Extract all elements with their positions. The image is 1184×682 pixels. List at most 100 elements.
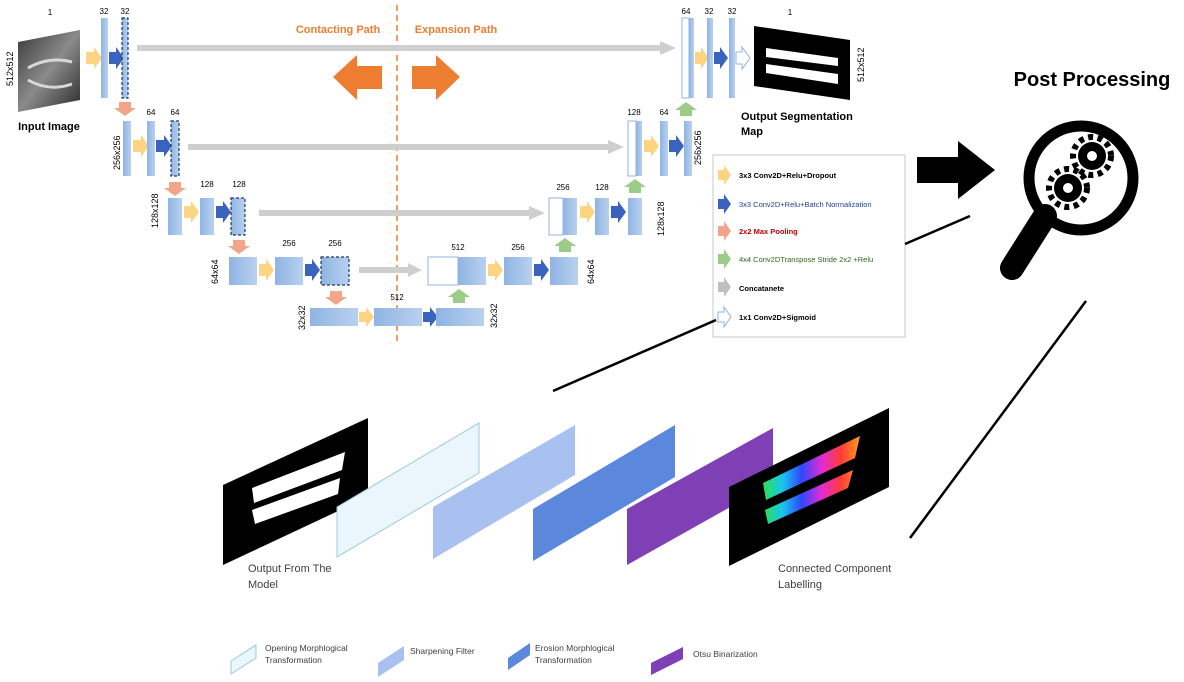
encoder-block (101, 18, 108, 98)
dec4-channels-a: 512 (451, 243, 465, 252)
legend-label: 2x2 Max Pooling (739, 227, 798, 236)
connected-component-label-line1: Connected Component (778, 563, 891, 575)
dec1-channels-c: 32 (728, 7, 737, 16)
encoder-block (200, 198, 214, 235)
dec1-channels-a: 64 (682, 7, 691, 16)
model-output-label-line1: Output From The (248, 563, 332, 575)
transpose-conv-arrow-icon (554, 238, 576, 252)
decoder-block (684, 121, 692, 176)
level4-size-right: 64x64 (586, 259, 596, 284)
post-legend-label: Opening Morphlogical (265, 643, 348, 653)
enc3-channels-b: 128 (232, 180, 246, 189)
transpose-conv-arrow-icon (624, 179, 646, 193)
level3-size-right: 128x128 (656, 201, 666, 236)
legend-box (712, 154, 906, 338)
encoder-block-dashed (320, 256, 350, 286)
dec3-channels-a: 256 (556, 183, 570, 192)
output-teeth-mask (766, 48, 838, 84)
white-arrow-icon (717, 305, 732, 329)
legend-label: Concatanete (739, 284, 784, 293)
connector-line (904, 214, 971, 246)
post-legend-item: Sharpening Filter (378, 646, 475, 677)
bottleneck-block (374, 308, 422, 326)
connected-component-label-line2: Labelling (778, 579, 822, 591)
legend-item: 3x3 Conv2D+Relu+Batch Normalization (718, 194, 872, 214)
conv-dropout-arrow-icon (644, 135, 659, 157)
max-pool-arrow-icon (114, 102, 136, 116)
legend-label: 1x1 Conv2D+Sigmoid (739, 313, 816, 322)
decoder-block (504, 257, 532, 285)
level4-size: 64x64 (210, 259, 220, 284)
conv-dropout-arrow-icon (133, 135, 149, 157)
sharpening-filter-layer (433, 425, 575, 559)
enc1-channels-b: 32 (121, 7, 130, 16)
right-orange-arrow-icon (412, 55, 460, 100)
legend-item: 2x2 Max Pooling (718, 221, 798, 241)
gray-arrow-icon (718, 277, 731, 297)
output-label-line1: Output Segmentation (741, 111, 853, 123)
concat-block-white (548, 197, 564, 236)
level5-size-left: 32x32 (297, 305, 307, 330)
conv-batchnorm-arrow-icon (216, 201, 231, 223)
connector-line (552, 318, 717, 393)
conv-dropout-arrow-icon (184, 201, 199, 223)
legend-item: 1x1 Conv2D+Sigmoid (717, 305, 816, 329)
encoder-block-dashed (230, 197, 246, 236)
big-black-arrow-icon (917, 141, 995, 199)
concatenate-arrow-icon (359, 263, 422, 277)
conv-batchnorm-arrow-icon (534, 259, 549, 281)
erosion-swatch-icon (508, 643, 530, 670)
post-legend-label: Transformation (265, 655, 322, 665)
enc2-channels-b: 64 (171, 108, 180, 117)
bottleneck-block (310, 308, 358, 326)
erosion-morphological-layer (533, 425, 675, 561)
post-legend-item: Erosion Morphlogical Transformation (508, 643, 614, 670)
post-legend-label: Transformation (535, 655, 592, 665)
encoder-block (168, 198, 182, 235)
transpose-conv-arrow-icon (448, 289, 470, 303)
concat-block-white (681, 17, 690, 99)
conv-batchnorm-arrow-icon (156, 135, 172, 157)
bottleneck-channels: 512 (390, 293, 404, 302)
expansion-path-label: Expansion Path (415, 24, 498, 36)
level5-size-right: 32x32 (489, 303, 499, 328)
concatenate-arrow-icon (137, 41, 676, 55)
otsu-binarization-layer (627, 428, 773, 565)
opening-swatch-icon (230, 644, 257, 675)
dec1-channels-b: 32 (705, 7, 714, 16)
concatenate-arrow-icon (259, 206, 545, 220)
left-orange-arrow-icon (333, 55, 382, 100)
decoder-block (595, 198, 609, 235)
model-output-teeth (252, 452, 345, 524)
input-xray-teeth (27, 58, 73, 89)
conv-dropout-arrow-icon (259, 259, 274, 281)
dec2-channels-b: 64 (660, 108, 669, 117)
magnifier-gear-icon (1000, 120, 1139, 280)
salmon-arrow-icon (718, 221, 731, 241)
output-label-line2: Map (741, 126, 763, 138)
legend-item: 3x3 Conv2D+Relu+Dropout (718, 165, 837, 185)
model-output-label-line2: Model (248, 579, 278, 591)
gear-icon (1070, 134, 1114, 178)
input-size: 512x512 (5, 51, 15, 86)
encoder-block-dashed (121, 17, 129, 99)
enc4-channels-a: 256 (282, 239, 296, 248)
conv-batchnorm-arrow-icon (714, 47, 728, 69)
sharpening-swatch-icon (378, 646, 404, 677)
green-arrow-icon (718, 249, 731, 269)
decoder-block (660, 121, 668, 176)
conv-batchnorm-arrow-icon (423, 307, 438, 327)
connected-component-image (729, 408, 889, 566)
model-output-image (223, 418, 368, 565)
encoder-block (147, 121, 155, 176)
level3-size: 128x128 (150, 193, 160, 228)
dec3-channels-b: 128 (595, 183, 609, 192)
enc1-channels-a: 32 (100, 7, 109, 16)
decoder-block (707, 18, 713, 98)
conv-dropout-arrow-icon (359, 307, 374, 327)
colored-teeth-segments (763, 436, 860, 524)
max-pool-arrow-icon (164, 182, 186, 196)
bottleneck-block (436, 308, 484, 326)
decoder-block (636, 121, 642, 176)
